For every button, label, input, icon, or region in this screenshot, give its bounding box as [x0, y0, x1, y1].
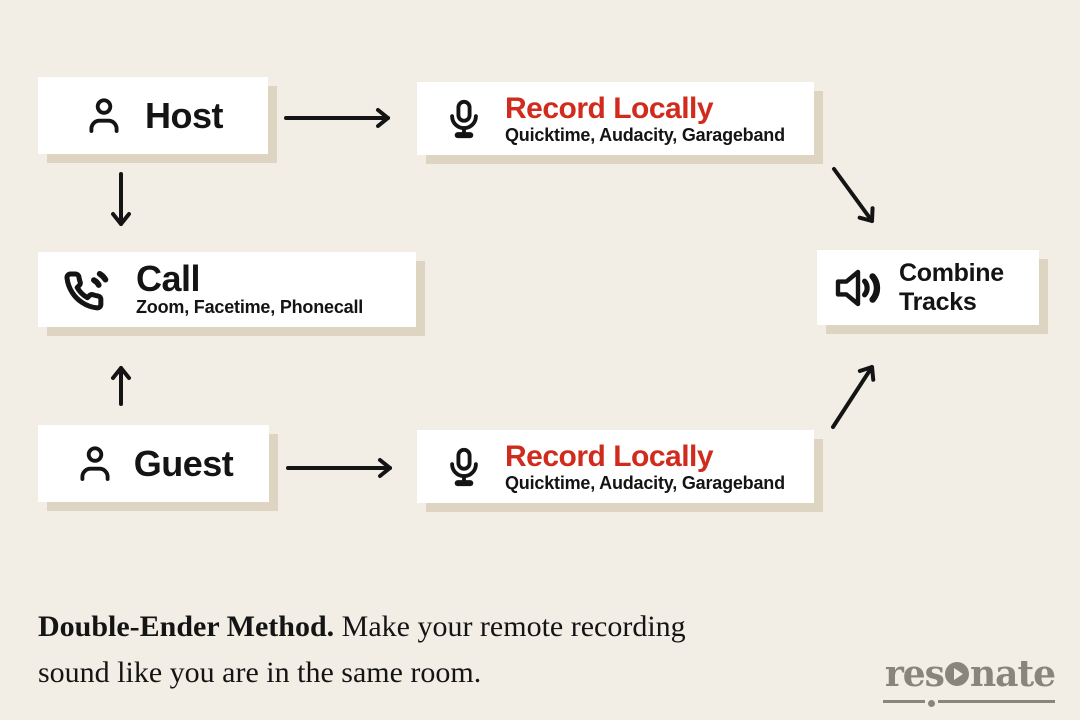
record-locally-subtitle: Quicktime, Audacity, Garageband	[505, 472, 785, 493]
host-label: Host	[145, 94, 224, 136]
person-icon	[74, 443, 116, 485]
person-icon	[83, 95, 125, 137]
logo-part1: res	[884, 653, 945, 695]
record-locally-subtitle: Quicktime, Audacity, Garageband	[505, 124, 785, 145]
node-call: Call Zoom, Facetime, Phonecall	[38, 252, 416, 327]
logo-underline-dot	[928, 700, 935, 707]
record-locally-title: Record Locally	[505, 91, 714, 125]
caption: Double-Ender Method. Make your remote re…	[38, 604, 918, 696]
call-title: Call	[136, 258, 201, 299]
phone-icon	[62, 265, 112, 315]
microphone-icon	[443, 95, 485, 143]
node-record-locally-bottom: Record Locally Quicktime, Audacity, Gara…	[417, 430, 814, 503]
node-record-locally-top: Record Locally Quicktime, Audacity, Gara…	[417, 82, 814, 155]
record-locally-title: Record Locally	[505, 439, 714, 473]
logo-play-icon	[944, 662, 969, 686]
microphone-icon	[443, 443, 485, 491]
node-guest: Guest	[38, 425, 269, 502]
call-subtitle: Zoom, Facetime, Phonecall	[136, 297, 364, 317]
logo-underline-segment	[883, 700, 925, 703]
logo-underline	[883, 698, 1055, 707]
arrow-record-bottom-to-combine	[831, 365, 876, 429]
caption-line1: Make your remote recording	[334, 610, 686, 643]
logo-underline-segment	[938, 700, 1055, 703]
caption-line2: sound like you are in the same room.	[38, 656, 482, 689]
node-host: Host	[38, 77, 268, 154]
caption-lead: Double-Ender Method.	[38, 610, 335, 643]
guest-label: Guest	[133, 442, 234, 484]
arrow-record-top-to-combine	[832, 167, 875, 223]
combine-tracks-title: Combine Tracks	[899, 258, 1004, 316]
node-combine-tracks: Combine Tracks	[817, 250, 1039, 325]
logo-part2: nate	[969, 653, 1056, 695]
speaker-icon	[833, 266, 885, 310]
